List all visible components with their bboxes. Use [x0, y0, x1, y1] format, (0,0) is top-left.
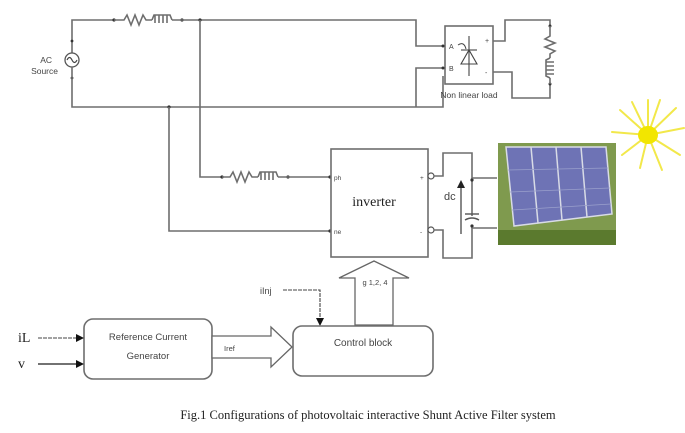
- dc-link: dc: [427, 152, 497, 259]
- port-minus-label: -: [485, 70, 488, 77]
- reference-generator-label-line1: Reference Current: [109, 332, 188, 343]
- gate-signal-arrow: g 1,2, 4: [338, 260, 410, 326]
- il-input-label: iL: [18, 331, 30, 346]
- ac-source-label-line2: Source: [31, 66, 58, 76]
- iinj-arrow: iInj: [260, 286, 324, 326]
- nonlinear-load: A B + - Non linear load: [440, 25, 498, 100]
- inverter-port-plus: +: [420, 175, 424, 182]
- source-resistor: [114, 12, 152, 28]
- load-b-wire: [415, 67, 443, 107]
- reference-current-generator: Reference Current Generator: [83, 318, 213, 380]
- iref-label: Iref: [224, 344, 236, 353]
- ac-source-label-line1: AC: [40, 55, 52, 65]
- inverter-port-ph: ph: [334, 175, 342, 182]
- control-block: Control block: [292, 325, 434, 377]
- solar-panel-image: [498, 143, 616, 245]
- port-plus-label: +: [485, 38, 489, 45]
- control-block-label: Control block: [334, 338, 393, 349]
- figure-caption: Fig.1 Configurations of photovoltaic int…: [180, 408, 556, 422]
- inverter-port-ne: ne: [334, 229, 342, 236]
- port-b-label: B: [449, 66, 454, 73]
- thyristor-icon: [457, 36, 478, 76]
- port-a-label: A: [449, 44, 454, 51]
- reference-generator-label-line2: Generator: [127, 351, 170, 362]
- v-input-label: v: [18, 357, 25, 372]
- inverter: ph ne + - inverter: [330, 148, 429, 258]
- gate-signal-label: g 1,2, 4: [362, 278, 387, 287]
- iref-arrow: Iref: [211, 325, 293, 369]
- load-inductor: [545, 57, 554, 84]
- iinj-label: iInj: [260, 286, 272, 296]
- source-inductor: [151, 14, 173, 23]
- inverter-label: inverter: [352, 195, 396, 210]
- sun-icon: [611, 99, 685, 171]
- inverter-branch: [167, 20, 332, 233]
- filter-resistor: [222, 169, 258, 185]
- dc-capacitor-icon: [464, 217, 480, 221]
- nonlinear-load-label: Non linear load: [440, 90, 497, 100]
- load-resistor: [542, 26, 558, 58]
- input-signals: iL v: [18, 331, 84, 372]
- filter-inductor: [257, 171, 279, 180]
- dc-label: dc: [444, 191, 456, 203]
- inverter-port-minus: -: [420, 229, 422, 236]
- supply-line: [71, 12, 443, 50]
- ac-source: AC Source: [31, 39, 444, 108]
- load-rl-branch: [493, 19, 558, 99]
